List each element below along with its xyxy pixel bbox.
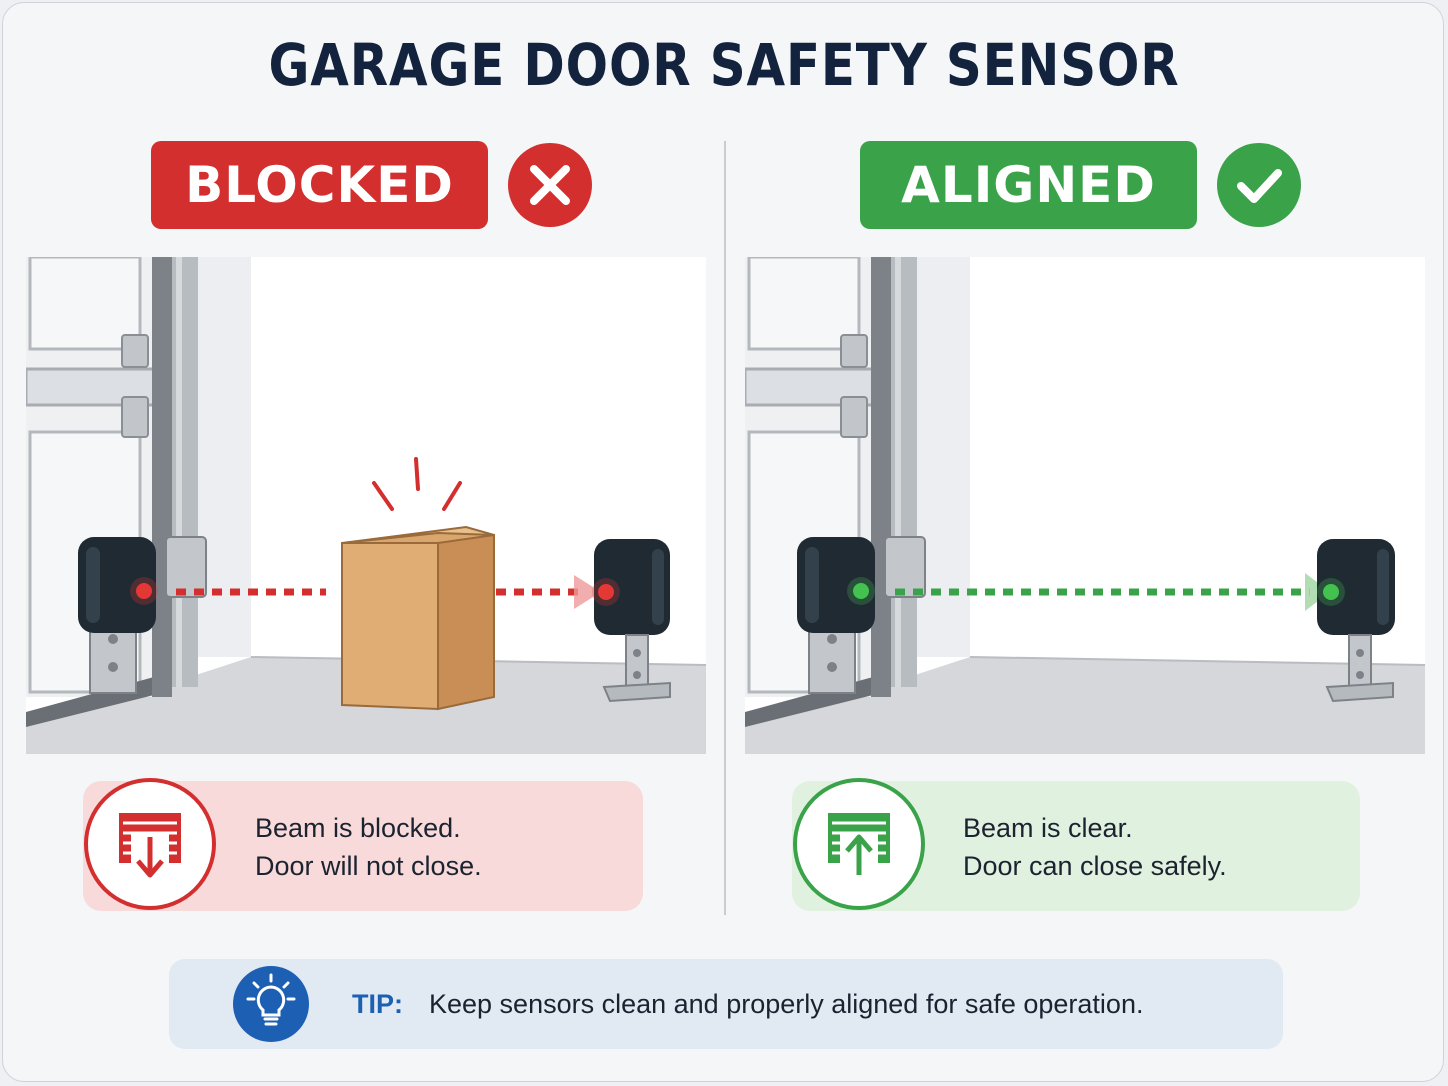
garage-door-down-icon bbox=[83, 777, 217, 911]
lightbulb-icon bbox=[232, 965, 310, 1043]
right-sensor bbox=[1317, 539, 1395, 703]
tip-label: TIP: bbox=[352, 989, 403, 1019]
garage-door-up-icon bbox=[792, 777, 926, 911]
page-title: GARAGE DOOR SAFETY SENSOR bbox=[268, 31, 1180, 99]
left-sensor bbox=[78, 537, 158, 633]
blocked-message-line2: Door will not close. bbox=[255, 851, 482, 881]
aligned-scene-illustration bbox=[745, 257, 1425, 754]
tip-text: Keep sensors clean and properly aligned … bbox=[429, 989, 1144, 1019]
aligned-status-label: ALIGNED bbox=[860, 141, 1197, 229]
left-sensor bbox=[797, 537, 875, 633]
blocked-status-label: BLOCKED bbox=[151, 141, 488, 229]
blocked-message: Beam is blocked. Door will not close. bbox=[255, 809, 482, 885]
blocked-message-line1: Beam is blocked. bbox=[255, 813, 461, 843]
x-circle-icon bbox=[508, 143, 592, 227]
check-circle-icon bbox=[1217, 143, 1301, 227]
right-sensor bbox=[592, 539, 671, 703]
aligned-message: Beam is clear. Door can close safely. bbox=[963, 809, 1227, 885]
obstruction-box bbox=[341, 457, 495, 711]
aligned-message-line2: Door can close safely. bbox=[963, 851, 1227, 881]
aligned-message-line1: Beam is clear. bbox=[963, 813, 1133, 843]
panel-divider bbox=[724, 141, 726, 915]
blocked-scene-illustration bbox=[26, 257, 706, 754]
tip-card bbox=[169, 959, 1283, 1049]
